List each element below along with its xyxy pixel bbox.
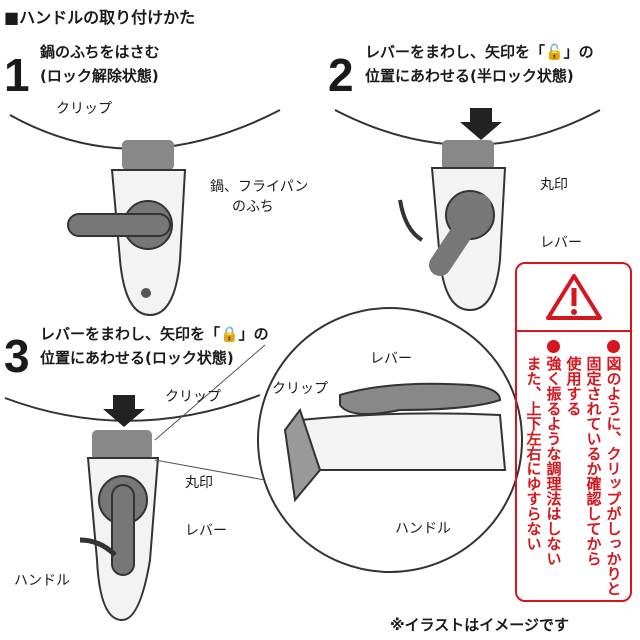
warning-triangle-icon xyxy=(545,274,602,320)
label-handle-3: ハンドル xyxy=(14,573,70,589)
warning-1-col1: 図のように、クリップがしっかりと xyxy=(604,356,623,596)
bullet-icon xyxy=(547,340,560,353)
warning-item-1: 図のように、クリップがしっかりと固定されているか確認してから使用する xyxy=(565,340,623,596)
step-2-line2: 位置にあわせる(半ロック状態) xyxy=(365,67,574,85)
label-mark-3: 丸印 xyxy=(185,475,213,491)
footnote: ※イラストはイメージです xyxy=(390,616,569,634)
label-lever-3: レバー xyxy=(185,523,227,539)
down-arrow-icon xyxy=(460,108,502,140)
label-handle-detail: ハンドル xyxy=(395,521,451,537)
step-1-line2: (ロック解除状態) xyxy=(40,67,159,85)
warning-1-col3: 使用する xyxy=(564,356,583,416)
step-1-number: 1 xyxy=(4,49,30,101)
warning-2-col2: また、上下左右にゆすらない xyxy=(524,356,543,551)
down-arrow-icon xyxy=(103,395,145,427)
step-1-line1: 鍋のふちをはさむ xyxy=(40,43,160,61)
step-3-number: 3 xyxy=(4,330,30,382)
handle-1 xyxy=(67,140,187,317)
step-3-line1: レバーをまわし、矢印を「🔒」の xyxy=(40,325,269,343)
bullet-icon xyxy=(607,340,620,353)
label-rim-2: のふち xyxy=(232,199,274,215)
step-2-line1: レバーをまわし、矢印を「🔓」の xyxy=(365,43,594,61)
label-clip-3: クリップ xyxy=(165,389,221,405)
handle-3 xyxy=(79,395,160,622)
step-2-number: 2 xyxy=(328,49,354,101)
detail-view xyxy=(154,307,523,573)
warning-1-col2: 固定されているか確認してから xyxy=(584,356,603,566)
label-clip-1: クリップ xyxy=(56,101,112,117)
label-clip-detail: クリップ xyxy=(272,381,328,397)
step-3-line2: 位置にあわせる(ロック状態) xyxy=(40,349,234,367)
label-lever-detail: レバー xyxy=(370,351,412,367)
page-title: ■ハンドルの取り付けかた xyxy=(4,8,196,27)
label-mark-2: 丸印 xyxy=(540,177,568,193)
label-rim-1: 鍋、フライパン xyxy=(210,179,309,195)
label-lever-2: レバー xyxy=(540,235,582,251)
warning-box: 図のように、クリップがしっかりと固定されているか確認してから使用する 強く振るよ… xyxy=(515,262,632,602)
warning-2-col1: 強く振るような調理法はしない xyxy=(544,356,563,566)
handle-2 xyxy=(398,108,507,312)
